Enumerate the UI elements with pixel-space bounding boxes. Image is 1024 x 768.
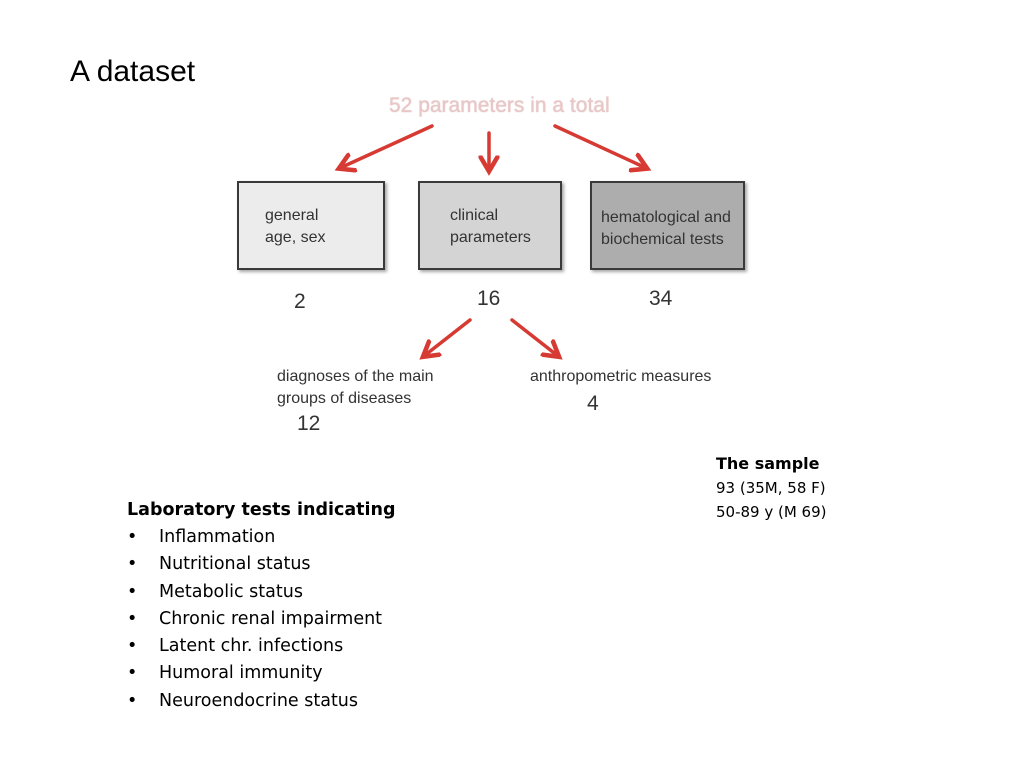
sample-heading: The sample bbox=[716, 454, 820, 473]
sample-line: 50-89 y (M 69) bbox=[716, 503, 827, 521]
list-item: • Latent chr. infections bbox=[127, 633, 396, 660]
bullet-icon: • bbox=[127, 663, 138, 684]
arrow-to-anthropometric bbox=[510, 318, 558, 356]
box-label-line: biochemical tests bbox=[601, 231, 724, 248]
list-item-text: Humoral immunity bbox=[159, 663, 323, 684]
hematological-category-box: hematological and biochemical tests bbox=[590, 181, 745, 270]
lab-tests-list: • Inflammation • Nutritional status • Metab… bbox=[127, 524, 396, 715]
bullet-icon: • bbox=[127, 581, 138, 602]
anthropometric-label: anthropometric measures bbox=[530, 366, 711, 388]
general-count: 2 bbox=[294, 290, 306, 313]
list-item-text: Latent chr. infections bbox=[159, 636, 344, 657]
general-category-box: general age, sex bbox=[237, 181, 385, 270]
bullet-icon: • bbox=[127, 527, 138, 547]
list-item: • Inflammation bbox=[127, 524, 396, 551]
anthropometric-count: 4 bbox=[587, 392, 599, 415]
parameters-diagram: 52 parameters in a total general age, se… bbox=[0, 94, 1024, 460]
list-item-text: Metabolic status bbox=[159, 581, 303, 602]
lab-tests-section: Laboratory tests indicating • Inflammatio… bbox=[127, 496, 396, 715]
total-parameters-label: 52 parameters in a total bbox=[389, 94, 610, 117]
sub-label-line: anthropometric measures bbox=[530, 368, 712, 385]
list-item-text: Nutritional status bbox=[159, 554, 311, 575]
sub-label-line: groups of diseases bbox=[277, 390, 412, 407]
box-label-line: clinical bbox=[450, 207, 499, 224]
diagnoses-label: diagnoses of the main groups of diseases bbox=[277, 366, 434, 410]
sub-label-line: diagnoses of the main bbox=[277, 368, 434, 385]
arrow-to-general bbox=[340, 124, 434, 168]
list-item-text: Neuroendocrine status bbox=[159, 690, 359, 711]
bullet-icon: • bbox=[127, 690, 138, 711]
list-item-text: Inflammation bbox=[159, 527, 276, 547]
box-label-line: general bbox=[265, 207, 319, 224]
list-item: • Humoral immunity bbox=[127, 660, 396, 687]
list-item: • Chronic renal impairment bbox=[127, 606, 396, 633]
list-item: • Neuroendocrine status bbox=[127, 688, 396, 715]
diagram-arrows bbox=[0, 124, 1024, 460]
arrow-to-diagnoses bbox=[424, 318, 472, 356]
box-label-line: hematological and bbox=[601, 209, 731, 226]
bullet-icon: • bbox=[127, 554, 138, 575]
hematological-count: 34 bbox=[649, 287, 673, 310]
list-item: • Nutritional status bbox=[127, 551, 396, 578]
box-label-line: age, sex bbox=[265, 229, 326, 246]
arrow-to-hematological bbox=[553, 124, 646, 168]
lab-tests-heading: Laboratory tests indicating bbox=[127, 500, 396, 520]
box-label-line: parameters bbox=[450, 229, 531, 246]
sample-line: 93 (35M, 58 F) bbox=[716, 479, 826, 497]
diagnoses-count: 12 bbox=[297, 412, 321, 435]
slide-title: A dataset bbox=[70, 55, 196, 88]
bullet-icon: • bbox=[127, 636, 138, 657]
list-item-text: Chronic renal impairment bbox=[159, 608, 383, 629]
sample-info: The sample 93 (35M, 58 F) 50-89 y (M 69) bbox=[716, 452, 827, 524]
clinical-category-box: clinical parameters bbox=[418, 181, 562, 270]
clinical-count: 16 bbox=[477, 287, 501, 310]
bullet-icon: • bbox=[127, 608, 138, 629]
list-item: • Metabolic status bbox=[127, 579, 396, 606]
